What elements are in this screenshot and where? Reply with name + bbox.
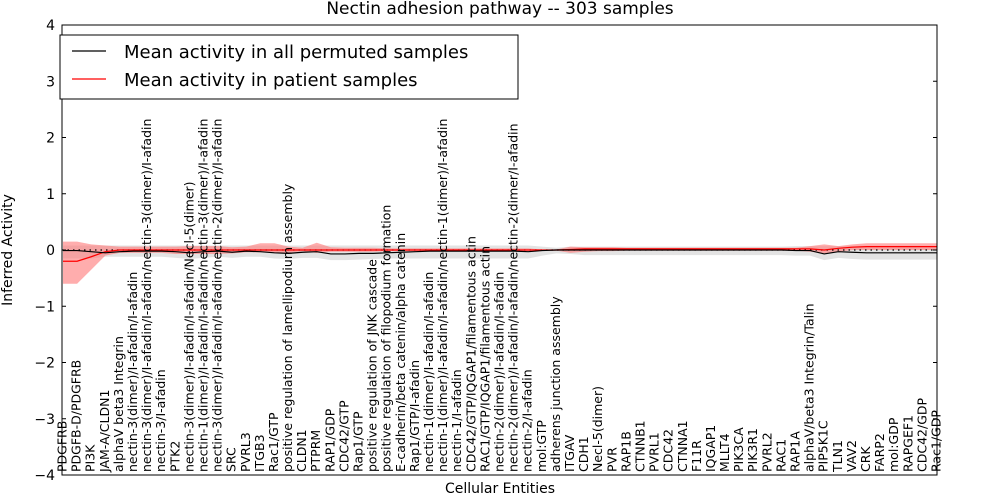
x-tick-label: CDC42/GTP	[336, 400, 351, 472]
x-tick-label: nectin-2(dimer)/I-afadin/I-afadin/nectin…	[506, 123, 521, 472]
x-tick-label: CTNNA1	[675, 420, 690, 472]
x-tick-label: nectin-2(dimer)/I-afadin/I-afadin	[492, 272, 507, 472]
series-band-1	[63, 241, 937, 284]
x-tick-label: CRK	[858, 446, 873, 472]
legend-label-patient: Mean activity in patient samples	[124, 70, 418, 91]
legend: Mean activity in all permuted samples Me…	[59, 34, 519, 100]
x-tick-label: nectin-1(dimer)/I-afadin/I-afadin/nectin…	[195, 119, 210, 472]
x-tick-label: Rac1/GTP	[266, 412, 281, 472]
x-tick-label: ITGB3	[252, 434, 267, 472]
x-tick-label: nectin-1/I-afadin	[449, 369, 464, 472]
x-tick-label: E-cadherin/beta catenin/alpha catenin	[393, 233, 408, 472]
x-tick-label: PDGFB-D/PDGFRB	[69, 360, 84, 472]
x-tick-label: SRC	[224, 447, 239, 472]
x-tick-label: PIK3CA	[731, 427, 746, 472]
x-tick-label: nectin-3(dimer)/I-afadin/I-afadin/Necl-5…	[181, 181, 196, 472]
y-tick-label: 0	[46, 243, 55, 259]
x-tick-label: ITGAV	[562, 434, 577, 472]
x-tick-label: CDC42/GDP	[914, 397, 929, 472]
x-tick-label: alphaV beta3 Integrin	[111, 336, 126, 472]
x-tick-label: PVRL2	[759, 432, 774, 472]
x-tick-label: nectin-2/I-afadin	[520, 369, 535, 472]
x-tick-label: MLLT4	[717, 433, 732, 472]
y-tick-label: 3	[46, 74, 55, 90]
x-tick-label: PI3K	[83, 444, 98, 472]
y-tick-label: −4	[34, 468, 55, 484]
x-tick-label: mol:GDP	[886, 417, 901, 472]
x-tick-label: CTNNB1	[632, 420, 647, 472]
x-tick-label: nectin-3(dimer)/I-afadin/I-afadin/nectin…	[210, 119, 225, 472]
x-tick-label: Necl-5(dimer)	[590, 386, 605, 472]
x-tick-label: CLDN1	[294, 429, 309, 472]
y-axis-label: Inferred Activity	[0, 194, 16, 306]
x-tick-label: Rap1/GTP	[351, 411, 366, 472]
legend-box	[59, 34, 519, 100]
x-axis-label: Cellular Entities	[445, 481, 555, 497]
x-tick-label: CDC42/GTP/IQGAP1/filamentous actin	[463, 236, 478, 472]
x-tick-label: FARP2	[872, 433, 887, 472]
x-tick-label: RAP1A	[788, 431, 803, 472]
y-tick-label: 2	[46, 131, 55, 147]
x-tick-label: Rap1/GTP/I-afadin	[407, 360, 422, 472]
x-tick-label: mol:GTP	[534, 420, 549, 472]
x-tick-label: nectin-3(dimer)/I-afadin/I-afadin/nectin…	[139, 119, 154, 472]
x-tick-label: PIK3R1	[745, 428, 760, 472]
y-tick-label: 4	[46, 18, 55, 34]
x-tick-label: PVRL3	[238, 432, 253, 472]
x-tick-label: CDC42	[661, 429, 676, 472]
x-tick-label: positive regulation of filopodium format…	[379, 205, 394, 472]
x-tick-label: RAP1B	[618, 431, 633, 472]
x-tick-label: PVR	[604, 447, 619, 472]
x-tick-label: F11R	[689, 440, 704, 472]
x-tick-label: positive regulation of lamellipodium ass…	[280, 183, 295, 472]
y-tick-label: 1	[46, 187, 55, 203]
x-tick-label: JAM-A/CLDN1	[97, 390, 112, 473]
x-tick-label: alphaV/beta3 Integrin/Talin	[802, 304, 817, 473]
x-tick-label: Rac1/GDP	[929, 410, 944, 472]
x-tick-label: nectin-1(dimer)/I-afadin/I-afadin/nectin…	[435, 119, 450, 472]
x-tick-label: PTPRM	[308, 430, 323, 472]
x-tick-label: CDH1	[576, 436, 591, 472]
x-tick-label: VAV2	[844, 440, 859, 472]
x-tick-label: nectin-3/I-afadin	[153, 369, 168, 472]
legend-label-permuted: Mean activity in all permuted samples	[124, 42, 468, 63]
x-tick-label: PVRL1	[647, 432, 662, 472]
x-tick-label: RAC1	[773, 439, 788, 472]
x-tick-label: TLN1	[830, 440, 845, 473]
x-tick-label: nectin-1(dimer)/I-afadin/I-afadin	[421, 272, 436, 472]
x-tick-label: IQGAP1	[703, 425, 718, 472]
x-tick-label: positive regulation of JNK cascade	[365, 259, 380, 472]
x-tick-label: PIP5K1C	[816, 420, 831, 472]
y-tick-label: −1	[34, 299, 55, 315]
x-tick-label: nectin-3(dimer)/I-afadin/I-afadin	[125, 272, 140, 472]
chart-title: Nectin adhesion pathway -- 303 samples	[326, 0, 673, 19]
x-tick-label: PTK2	[167, 441, 182, 472]
y-tick-label: −2	[34, 356, 55, 372]
y-tick-label: −3	[34, 412, 55, 428]
x-tick-label: RAC1/GTP/IQGAP1/filamentous actin	[477, 246, 492, 472]
x-tick-label: adherens junction assembly	[548, 296, 563, 472]
x-tick-label: RAP1/GDP	[322, 408, 337, 472]
x-tick-label: RAPGEF1	[900, 415, 915, 472]
